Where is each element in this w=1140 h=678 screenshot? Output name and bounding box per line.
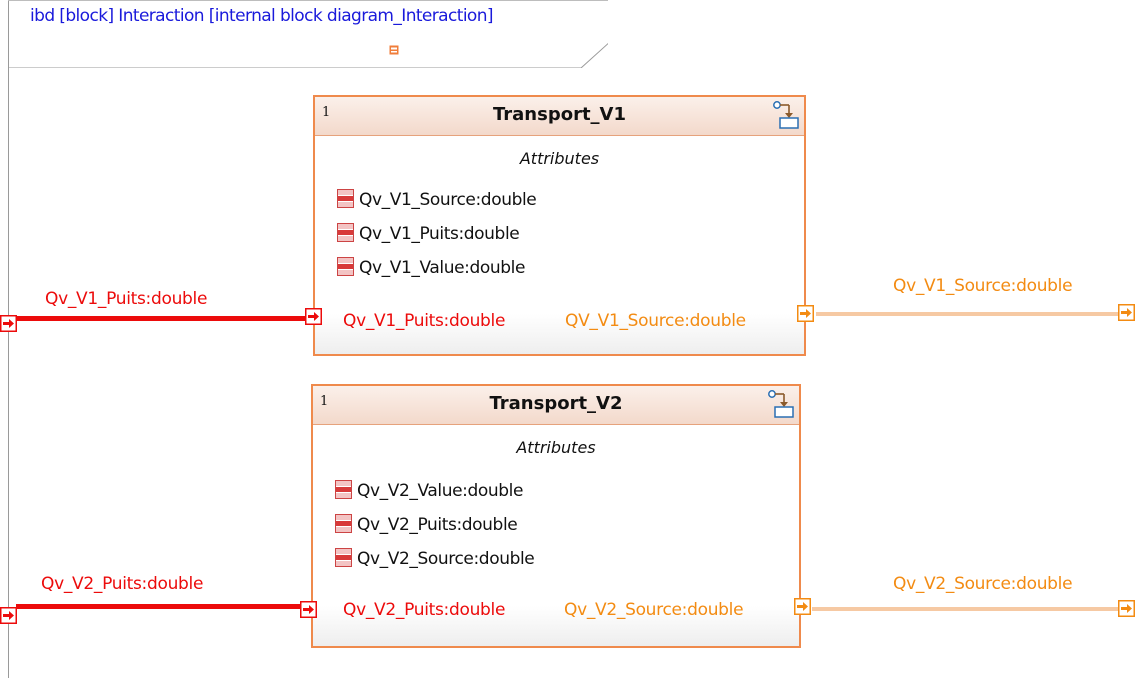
connector-label-out-v1: Qv_V1_Source:double <box>893 276 1073 296</box>
attribute-icon <box>337 223 354 242</box>
port-arrow-icon <box>794 598 811 615</box>
block2-out-port[interactable] <box>794 598 811 615</box>
in-port-label: Qv_V2_Puits:double <box>343 600 506 620</box>
port-arrow-icon <box>0 315 17 332</box>
frame-header <box>8 0 608 68</box>
attribute-icon <box>337 189 354 208</box>
block-footer <box>315 314 804 354</box>
block-multiplicity: 1 <box>320 394 329 409</box>
attribute-label: Qv_V2_Value:double <box>357 481 524 501</box>
frame-port-in-v1[interactable] <box>0 315 17 332</box>
port-arrow-icon <box>1118 600 1135 617</box>
connector-out-v2[interactable] <box>812 607 1118 611</box>
port-arrow-icon <box>797 305 814 322</box>
attribute-item[interactable]: Qv_V1_Value:double <box>337 257 525 278</box>
block-structure-icon[interactable] <box>767 389 795 419</box>
port-arrow-icon <box>300 601 317 618</box>
attribute-item[interactable]: Qv_V2_Value:double <box>335 480 523 501</box>
connector-label-in-v2: Qv_V2_Puits:double <box>41 574 204 594</box>
block1-out-port[interactable] <box>797 305 814 322</box>
out-port-label: Qv_V2_Source:double <box>564 600 744 620</box>
frame-border <box>8 0 9 678</box>
attribute-icon <box>337 257 354 276</box>
connector-in-v2[interactable] <box>16 604 301 609</box>
attribute-item[interactable]: Qv_V1_Puits:double <box>337 223 520 244</box>
connector-label-out-v2: Qv_V2_Source:double <box>893 574 1073 594</box>
attributes-heading: Attributes <box>519 149 600 168</box>
block-footer <box>313 606 799 646</box>
attribute-label: Qv_V2_Source:double <box>357 549 535 569</box>
block-header: 1 Transport_V1 <box>315 97 804 136</box>
block-name: Transport_V1 <box>492 104 627 125</box>
port-arrow-icon <box>0 607 17 624</box>
attribute-icon <box>335 480 352 499</box>
attribute-label: Qv_V1_Source:double <box>359 190 537 210</box>
attribute-icon <box>335 514 352 533</box>
block1-in-port[interactable] <box>305 308 322 325</box>
block-transport-v2[interactable]: 1 Transport_V2 Attributes Qv_V2_Value:do… <box>311 384 801 648</box>
block-name: Transport_V2 <box>489 393 623 414</box>
block-header: 1 Transport_V2 <box>313 386 799 425</box>
attribute-item[interactable]: Qv_V2_Puits:double <box>335 514 518 535</box>
attribute-item[interactable]: Qv_V1_Source:double <box>337 189 537 210</box>
connector-out-v1[interactable] <box>816 312 1118 316</box>
block2-in-port[interactable] <box>300 601 317 618</box>
attribute-item[interactable]: Qv_V2_Source:double <box>335 548 535 569</box>
frame-port-out-v2[interactable] <box>1118 600 1135 617</box>
port-arrow-icon <box>1118 304 1135 321</box>
connector-label-in-v1: Qv_V1_Puits:double <box>45 289 208 309</box>
frame-port-out-v1[interactable] <box>1118 304 1135 321</box>
attributes-heading: Attributes <box>516 438 596 457</box>
block-multiplicity: 1 <box>322 105 331 120</box>
frame-marker-icon <box>389 45 399 55</box>
attribute-label: Qv_V2_Puits:double <box>357 515 518 535</box>
block-structure-icon[interactable] <box>772 100 800 130</box>
diagram-title[interactable]: ibd [block] Interaction [internal block … <box>30 6 494 26</box>
connector-in-v1[interactable] <box>16 316 306 321</box>
attribute-icon <box>335 548 352 567</box>
out-port-label: QV_V1_Source:double <box>565 311 746 331</box>
port-arrow-icon <box>305 308 322 325</box>
frame-port-in-v2[interactable] <box>0 607 17 624</box>
block-transport-v1[interactable]: 1 Transport_V1 Attributes Qv_V1_Source:d… <box>313 95 806 356</box>
attribute-label: Qv_V1_Value:double <box>359 258 526 278</box>
attribute-label: Qv_V1_Puits:double <box>359 224 520 244</box>
in-port-label: Qv_V1_Puits:double <box>343 311 506 331</box>
